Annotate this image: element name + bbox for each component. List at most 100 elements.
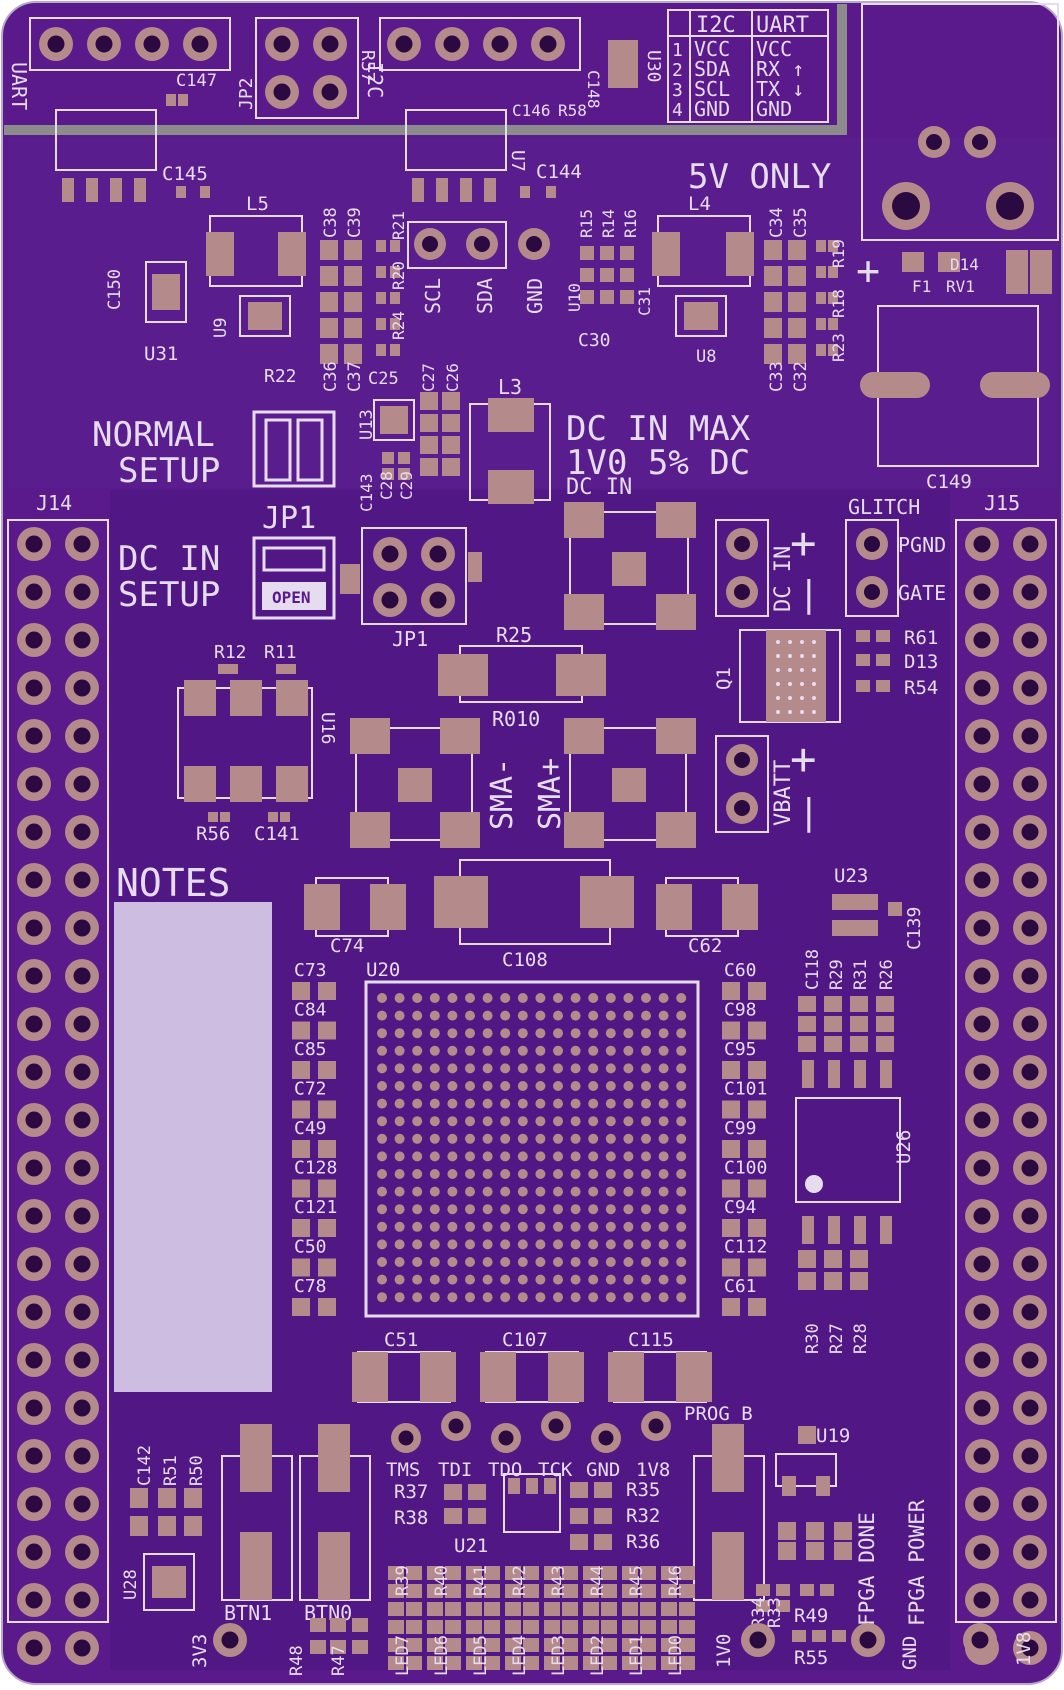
c26-label: C26 bbox=[443, 363, 462, 392]
c27-label: C27 bbox=[419, 363, 438, 392]
u20-label: U20 bbox=[366, 959, 400, 981]
label-r41: R41 bbox=[471, 1565, 491, 1596]
pin-table-i2c-3: SCL bbox=[694, 77, 730, 101]
u20-ball-grid bbox=[377, 993, 687, 1303]
c25-label: C25 bbox=[368, 369, 399, 389]
d13-label: D13 bbox=[904, 651, 938, 673]
c147-label: C147 bbox=[176, 71, 217, 91]
btn1-label: BTN1 bbox=[224, 1601, 272, 1625]
c38-label: C38 bbox=[321, 207, 341, 238]
pin-table-num-3: 3 bbox=[672, 80, 683, 101]
uart-header-outline bbox=[29, 17, 231, 71]
usb-connector-outline bbox=[861, 3, 1059, 241]
r57-label: R57 bbox=[357, 50, 378, 83]
pin-table-uart-4: GND bbox=[756, 97, 792, 121]
uart-label: UART bbox=[7, 62, 31, 110]
r25-label: R25 bbox=[496, 623, 532, 647]
c115-label: C115 bbox=[628, 1329, 674, 1351]
r51-label: R51 bbox=[161, 1455, 181, 1486]
r12-label: R12 bbox=[214, 642, 247, 663]
right-cap-label-4: C101 bbox=[724, 1079, 767, 1100]
r29-label: R29 bbox=[827, 959, 847, 990]
c142-label: C142 bbox=[135, 1445, 155, 1486]
normal-setup-switch bbox=[252, 410, 336, 488]
notes-title: NOTES bbox=[116, 861, 230, 905]
u16-label: U16 bbox=[317, 712, 338, 745]
pin-table-num-1: 1 bbox=[672, 40, 683, 61]
r49-label: R49 bbox=[794, 1605, 828, 1627]
r50-label: R50 bbox=[187, 1455, 207, 1486]
pin-table-num-2: 2 bbox=[672, 60, 683, 81]
jp1-header bbox=[361, 527, 467, 625]
c35-label: C35 bbox=[791, 207, 811, 238]
u9-chip bbox=[239, 295, 291, 337]
u8-label: U8 bbox=[696, 347, 716, 367]
d14-label: D14 bbox=[950, 255, 979, 274]
jp2-pins bbox=[265, 27, 347, 109]
label-r39: R39 bbox=[393, 1565, 413, 1596]
u30-label: U30 bbox=[643, 50, 664, 83]
c146-label: C146 bbox=[512, 101, 551, 120]
gnd-label-top: GND bbox=[523, 278, 547, 314]
dc-in-setup-label-2: SETUP bbox=[118, 575, 220, 615]
normal-label: NORMAL bbox=[92, 415, 215, 455]
notes-area bbox=[114, 902, 272, 1392]
label-led2: LED2 bbox=[588, 1635, 608, 1676]
c143-label: C143 bbox=[357, 473, 376, 512]
c37-label: C37 bbox=[345, 361, 365, 392]
sma-minus-label: SMA- bbox=[485, 758, 520, 830]
dc-in-sma-outline bbox=[569, 511, 689, 625]
rv1-label: RV1 bbox=[946, 277, 975, 296]
c36-label: C36 bbox=[321, 361, 341, 392]
dc-in-vertical-label: DC IN bbox=[771, 546, 796, 612]
c141-label: C141 bbox=[254, 823, 300, 845]
u26-label: U26 bbox=[893, 1130, 915, 1164]
c150-label: C150 bbox=[105, 269, 125, 310]
svg-text:+: + bbox=[790, 734, 817, 785]
u19-label: U19 bbox=[816, 1425, 850, 1447]
jtag-tms: TMS bbox=[386, 1459, 420, 1481]
j15-header bbox=[955, 519, 1057, 1623]
label-led1: LED1 bbox=[627, 1635, 647, 1676]
r010-label: R010 bbox=[492, 707, 540, 731]
r32-label: R32 bbox=[626, 1505, 660, 1527]
i2c-header-outline bbox=[379, 17, 581, 71]
scl-label: SCL bbox=[421, 278, 445, 314]
u21-chip bbox=[503, 1473, 561, 1533]
jtag-tdi: TDI bbox=[438, 1459, 472, 1481]
c39-label: C39 bbox=[345, 207, 365, 238]
label-r43: R43 bbox=[549, 1565, 569, 1596]
l4-label: L4 bbox=[688, 193, 711, 215]
tp-1v0-label: 1V0 bbox=[713, 1634, 735, 1668]
pin-table-uart-3: TX ↓ bbox=[756, 77, 804, 101]
u7-chip bbox=[405, 109, 507, 171]
l3-label: L3 bbox=[498, 375, 522, 399]
u28-chip bbox=[143, 1553, 195, 1611]
label-led7: LED7 bbox=[393, 1635, 413, 1676]
label-led3: LED3 bbox=[549, 1635, 569, 1676]
r20-label: R20 bbox=[389, 261, 408, 290]
r47-label: R47 bbox=[329, 1645, 349, 1676]
pin-table-uart-head: UART bbox=[756, 13, 809, 38]
r34-label: R34 bbox=[749, 1597, 769, 1628]
left-cap-label-7: C121 bbox=[294, 1197, 337, 1218]
left-cap-label-1: C73 bbox=[294, 960, 327, 981]
u9-label: U9 bbox=[211, 318, 231, 338]
i2c-header-pins bbox=[387, 27, 565, 61]
fpga-power-label: FPGA POWER bbox=[905, 1499, 929, 1626]
glitch-header bbox=[845, 519, 899, 617]
right-cap-label-2: C98 bbox=[724, 1000, 757, 1021]
r15-label: R15 bbox=[577, 209, 596, 238]
f1-label: F1 bbox=[912, 277, 931, 296]
jp1-open-switch bbox=[252, 536, 336, 620]
dc-in-top-label: DC IN bbox=[566, 475, 632, 500]
usb-region-outline bbox=[4, 4, 847, 135]
r11-label: R11 bbox=[264, 642, 297, 663]
r56-label: R56 bbox=[196, 823, 230, 845]
label-r45: R45 bbox=[627, 1565, 647, 1596]
r38-label: R38 bbox=[394, 1507, 428, 1529]
pin-table-i2c-1: VCC bbox=[694, 37, 730, 61]
r30-label: R30 bbox=[803, 1323, 823, 1354]
